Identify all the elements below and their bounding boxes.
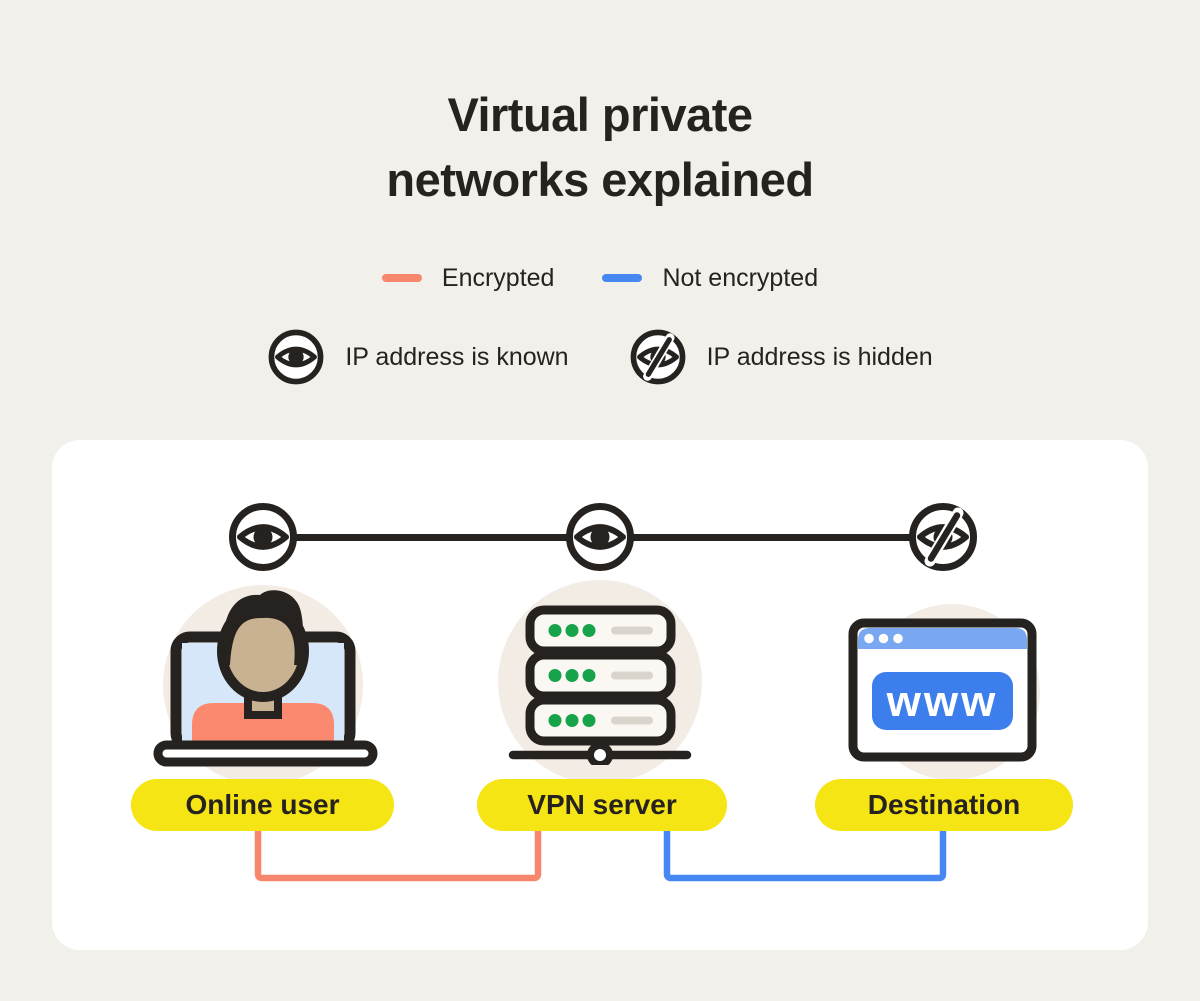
encrypted-connection-line	[254, 826, 542, 882]
browser-header-bar	[858, 628, 1027, 649]
server-unit	[525, 650, 676, 701]
encrypted-dash-swatch	[381, 274, 422, 282]
not-encrypted-dash-swatch	[602, 274, 643, 282]
diagram-card: www Online user VPN server Destination	[52, 440, 1148, 950]
laptop-user-illustration	[153, 590, 378, 767]
server-network-node	[587, 742, 613, 765]
label-pill-online-user: Online user	[131, 779, 394, 831]
not-encrypted-connection-line	[663, 826, 947, 882]
server-stack-illustration	[508, 605, 692, 765]
label-pill-vpn-server: VPN server	[477, 779, 727, 831]
legend-item-ip-hidden: IP address is hidden	[629, 328, 933, 386]
eye-off-circle-icon	[629, 328, 687, 386]
browser-window-illustration: www	[848, 618, 1037, 762]
legend-item-ip-known: IP address is known	[267, 328, 569, 386]
server-unit	[525, 695, 676, 746]
browser-dot	[878, 633, 889, 644]
encrypted-label: Encrypted	[441, 263, 555, 292]
server-unit	[525, 605, 676, 656]
eye-circle-icon	[267, 328, 325, 386]
person-shirt	[192, 703, 334, 742]
legend-row-ip-visibility: IP address is known IP address is hidden	[0, 326, 1200, 388]
page-title: Virtual private networks explained	[0, 82, 1200, 212]
person-hair	[222, 590, 304, 665]
ip-known-label: IP address is known	[345, 342, 569, 371]
ip-hidden-label: IP address is hidden	[706, 342, 933, 371]
legend-row-encryption: Encrypted Not encrypted	[0, 258, 1200, 298]
legend-item-encrypted: Encrypted	[381, 263, 555, 293]
laptop-base	[153, 740, 378, 767]
page-title-line-1: Virtual private	[447, 88, 753, 141]
page-title-line-2: networks explained	[386, 153, 814, 206]
legend-item-not-encrypted: Not encrypted	[602, 264, 818, 293]
connection-lines	[254, 826, 947, 882]
browser-www-text: www	[886, 677, 999, 726]
browser-dot	[864, 633, 874, 644]
browser-dot	[893, 633, 903, 644]
not-encrypted-label: Not encrypted	[662, 263, 819, 292]
label-pill-destination: Destination	[815, 779, 1073, 831]
www-address-box	[872, 672, 1013, 730]
